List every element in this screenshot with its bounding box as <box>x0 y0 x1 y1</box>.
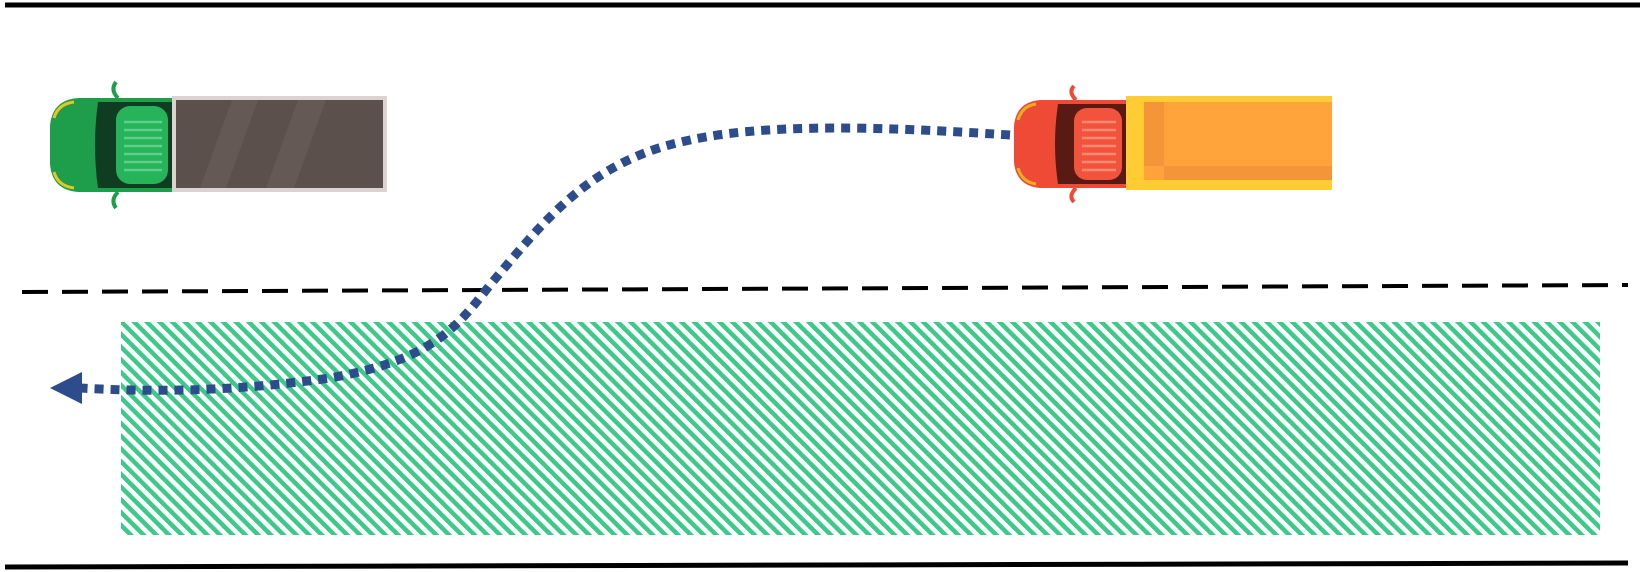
road-bottom-edge <box>4 560 1629 570</box>
red-truck <box>1014 84 1332 204</box>
hatched-zone <box>121 322 1600 535</box>
red-truck-headlight-top <box>1016 102 1037 121</box>
red-truck-mirror-bottom <box>1069 186 1078 204</box>
lane-divider-dashed <box>21 283 1629 294</box>
green-truck-mirror-bottom <box>111 190 120 210</box>
green-truck-headlight-bottom <box>52 171 75 190</box>
green-truck-headlight-top <box>52 100 75 119</box>
red-truck-mirror-top <box>1069 84 1078 102</box>
green-truck <box>50 80 387 210</box>
red-truck-headlight-bottom <box>1016 167 1037 186</box>
left-arrow-icon <box>50 372 82 404</box>
green-truck-mirror-top <box>111 80 120 100</box>
